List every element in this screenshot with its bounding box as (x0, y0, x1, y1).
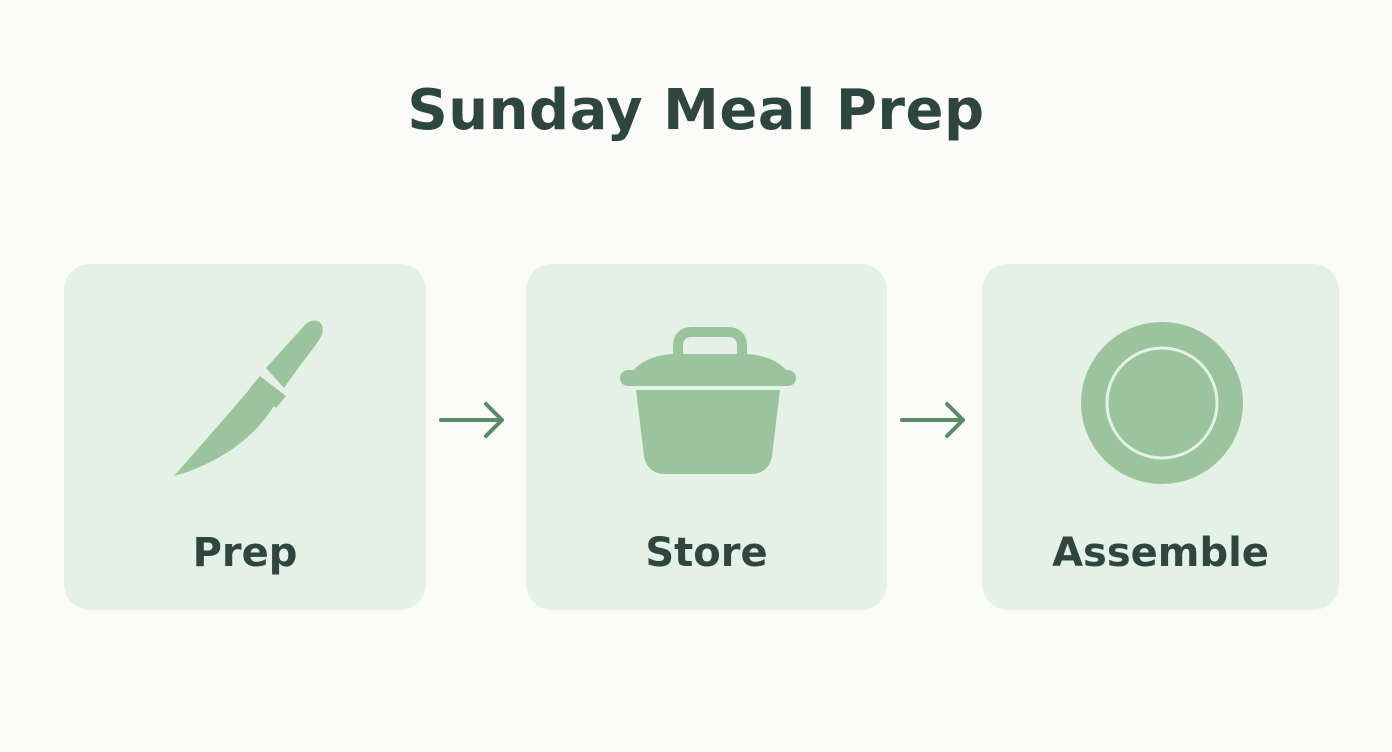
knife-icon (174, 320, 323, 476)
arrow-right-icon (900, 402, 965, 438)
step-card-prep: Prep (64, 264, 426, 610)
plate-icon (1081, 322, 1243, 484)
arrow-right-icon (439, 402, 504, 438)
diagram-title: Sunday Meal Prep (407, 78, 985, 143)
container-icon (620, 327, 796, 474)
step-card-assemble: Assemble (982, 264, 1339, 610)
step-label-store: Store (645, 530, 768, 576)
step-label-prep: Prep (192, 530, 298, 576)
step-label-assemble: Assemble (1052, 530, 1269, 576)
step-card-store: Store (526, 264, 887, 610)
